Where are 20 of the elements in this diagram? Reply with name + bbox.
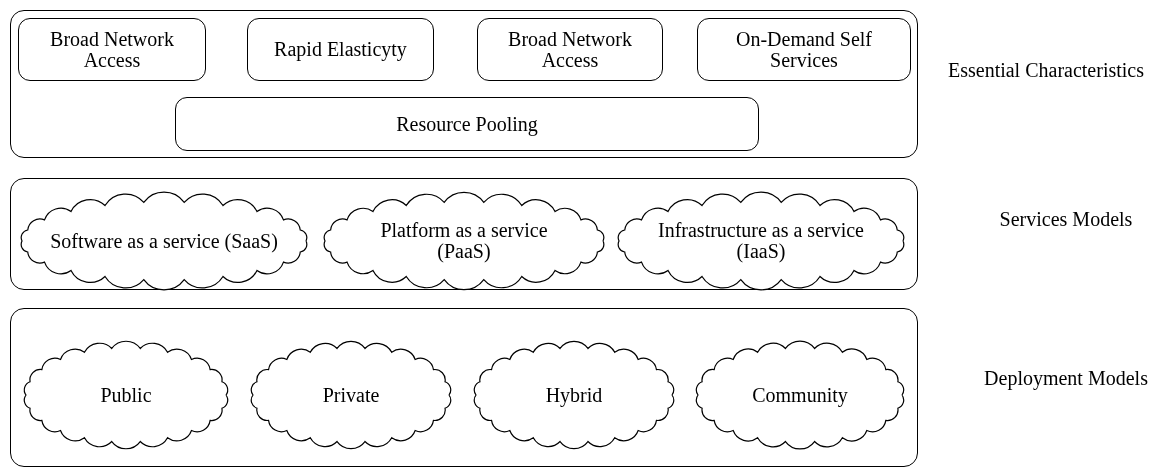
characteristic-box [175, 97, 759, 151]
section-label: Services Models [998, 208, 1134, 230]
section-label: Essential Characteristics [946, 59, 1145, 81]
box-label: Rapid Elasticyty [274, 39, 407, 60]
cloud-label: Platform as a service (PaaS) [379, 220, 549, 262]
section-label: Deployment Models [983, 367, 1149, 389]
characteristic-box [18, 18, 206, 81]
cloud-label: Community [752, 384, 848, 406]
box-label: Resource Pooling [396, 113, 538, 135]
characteristic-box [477, 18, 663, 81]
box-label: Broad Network Access [507, 28, 633, 71]
cloud-label: Software as a service (SaaS) [50, 230, 278, 252]
cloud-label: Infrastructure as a service (IaaS) [657, 220, 865, 262]
box-label: On-Demand Self Services [734, 28, 874, 71]
cloud-label: Hybrid [545, 384, 603, 406]
characteristic-box [697, 18, 911, 81]
cloud-label: Public [100, 384, 152, 406]
characteristic-box [247, 18, 434, 81]
cloud-label: Private [322, 384, 380, 406]
box-label: Broad Network Access [49, 28, 175, 71]
